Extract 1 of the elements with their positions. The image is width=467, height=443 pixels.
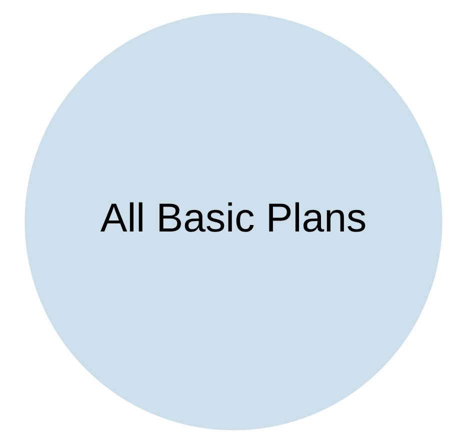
node-circle: All Basic Plans: [24, 12, 442, 430]
